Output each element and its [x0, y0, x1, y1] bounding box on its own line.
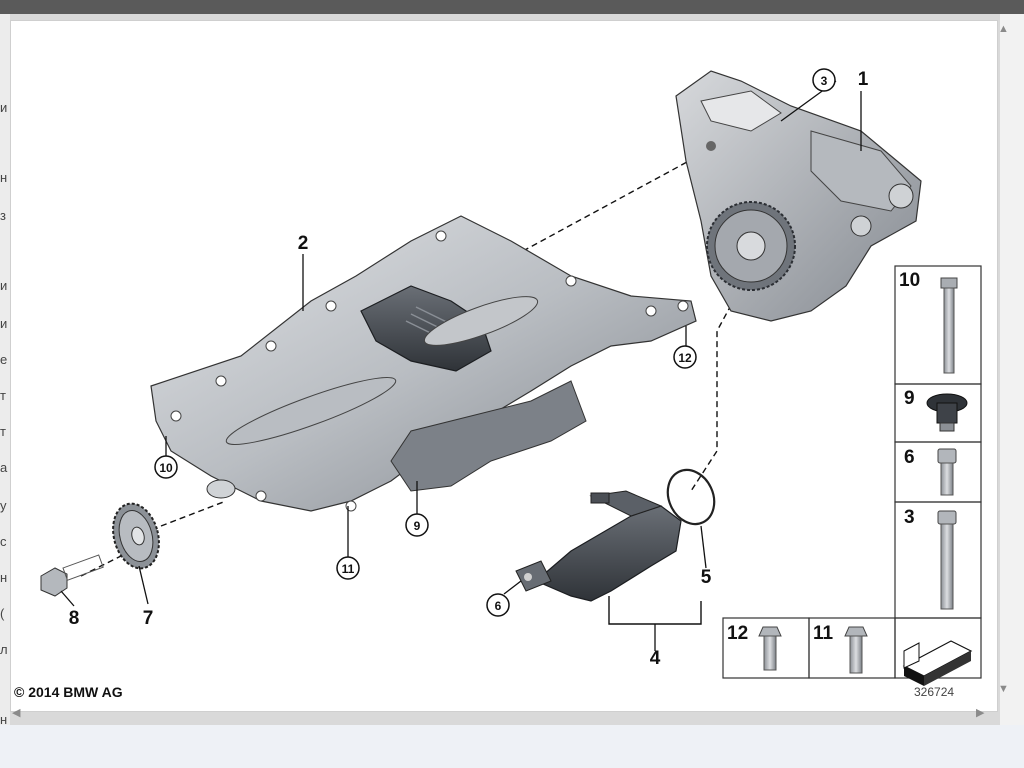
- sidebar-letter: с: [0, 534, 7, 549]
- sidebar-letter: т: [0, 424, 6, 439]
- legend-bolt-10: [940, 277, 958, 374]
- scroll-right-arrow-icon[interactable]: ▶: [976, 707, 985, 719]
- scroll-left-arrow-icon[interactable]: ◀: [12, 707, 21, 719]
- oil-pan: [150, 215, 697, 512]
- callout-bracket: [608, 596, 702, 625]
- callout-10[interactable]: 10: [159, 461, 173, 475]
- callout-3[interactable]: 3: [821, 74, 828, 88]
- parts-legend: [722, 265, 982, 679]
- oil-strainer: [515, 490, 682, 602]
- scroll-down-arrow-icon[interactable]: ▼: [998, 683, 1009, 695]
- legend-num-12: 12: [727, 623, 748, 644]
- sidebar-letter: т: [0, 388, 6, 403]
- sidebar-letter: н: [0, 570, 8, 585]
- parts-diagram: 3 1 2 12 10 11 9 6 5 4 7 8: [40, 68, 982, 686]
- legend-num-9: 9: [904, 388, 915, 409]
- callout-circles: [154, 68, 836, 617]
- callout-8[interactable]: 8: [69, 608, 80, 629]
- sidebar-letter: а: [0, 460, 8, 475]
- oil-pump-housing: [675, 70, 922, 322]
- legend-num-3: 3: [904, 507, 915, 528]
- sidebar-letter: и: [0, 316, 8, 331]
- sidebar-letter: н: [0, 712, 8, 727]
- legend-plug-9: [926, 393, 968, 432]
- diagram-viewer: 3 1 2 12 10 11 9 6 5 4 7 8: [10, 20, 998, 712]
- callout-6[interactable]: 6: [495, 599, 502, 613]
- sidebar-letter: и: [0, 100, 8, 115]
- legend-bolt-6: [937, 448, 957, 496]
- scroll-up-arrow-icon[interactable]: ▲: [998, 23, 1009, 35]
- legend-symbol-icon: [902, 640, 973, 686]
- sprocket-bolt: [40, 554, 104, 597]
- left-background-panel: [0, 14, 10, 768]
- sidebar-letter: (: [0, 606, 5, 621]
- sidebar-letter: н: [0, 170, 8, 185]
- sidebar-letter: л: [0, 642, 8, 657]
- sidebar-letter: у: [0, 498, 7, 513]
- callout-11[interactable]: 11: [342, 562, 355, 576]
- sidebar-letter: е: [0, 352, 8, 367]
- bottom-panel: [0, 725, 1024, 768]
- callout-1[interactable]: 1: [858, 69, 869, 90]
- callout-4[interactable]: 4: [650, 648, 661, 669]
- callout-2[interactable]: 2: [298, 233, 309, 254]
- callout-12[interactable]: 12: [678, 351, 692, 365]
- callout-7[interactable]: 7: [143, 608, 154, 629]
- legend-bolt-11: [844, 626, 868, 674]
- legend-num-10: 10: [899, 270, 920, 291]
- legend-num-6: 6: [904, 447, 915, 468]
- callout-9[interactable]: 9: [414, 519, 421, 533]
- legend-num-11: 11: [813, 623, 834, 644]
- sidebar-letter: и: [0, 278, 8, 293]
- assembly-lines: [80, 148, 737, 577]
- image-number: 326724: [914, 685, 955, 699]
- o-ring: [666, 468, 716, 526]
- top-toolbar-strip: [0, 0, 1024, 14]
- sprocket: [112, 502, 160, 570]
- right-scrollbar-track[interactable]: [1000, 14, 1024, 768]
- callout-5[interactable]: 5: [701, 567, 712, 588]
- legend-bolt-3: [937, 510, 957, 610]
- copyright-caption: © 2014 BMW AG: [14, 684, 123, 700]
- legend-bolt-12: [758, 626, 782, 671]
- sidebar-letter: з: [0, 208, 6, 223]
